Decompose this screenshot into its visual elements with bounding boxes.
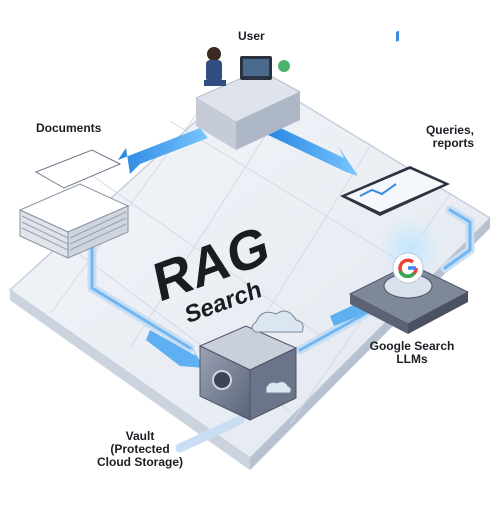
label-documents: Documents [36,121,102,135]
vault [198,310,304,421]
document-icon [34,149,122,189]
label-google-search-llms: Google Search LLMs [369,339,455,366]
user-desk [194,47,302,150]
label-vault: Vault (Protected Cloud Storage) [97,429,183,469]
plant-icon [278,60,290,72]
label-queries-reports: Queries, reports [425,123,474,150]
arrow-to-vault [146,330,204,368]
documents-stack [18,149,130,259]
user-avatar [207,47,221,61]
arrow-user-to-documents [118,128,208,174]
safe-icon [212,370,232,390]
arrow-user-to-queries [266,124,358,176]
cloud-icon [251,310,304,333]
search-device [348,216,470,334]
chart-icon [359,183,397,197]
label-user: User [238,29,265,43]
reports-tablet [340,30,450,216]
flow-arrows [118,124,376,368]
